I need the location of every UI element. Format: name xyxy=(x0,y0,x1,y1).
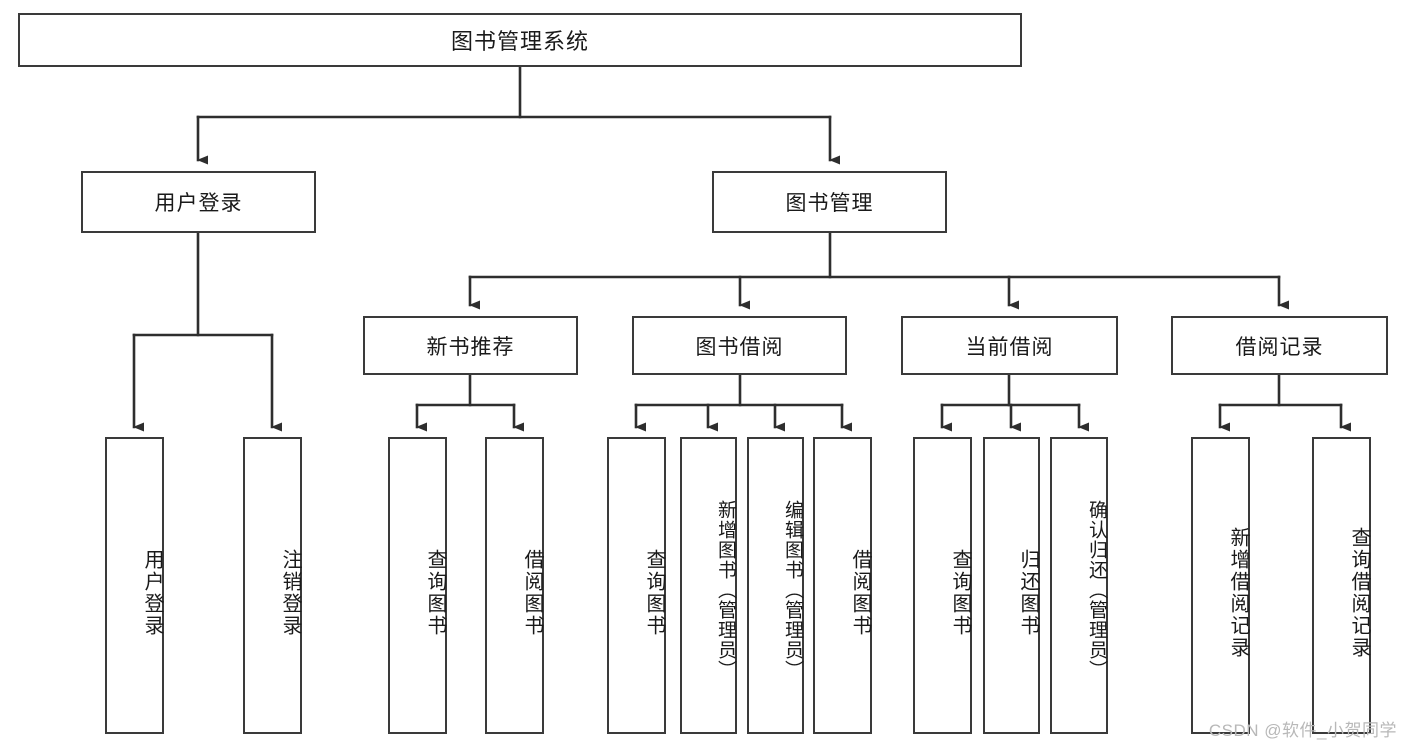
node-leaf-logout-login-label: 注销登录 xyxy=(279,548,301,637)
node-book-borrow-label: 图书借阅 xyxy=(695,335,784,359)
node-leaf-query-book-3[interactable]: 查询图书 xyxy=(913,437,972,734)
node-leaf-query-book-1-label: 查询图书 xyxy=(424,548,446,637)
node-leaf-query-book-2-label: 查询图书 xyxy=(643,548,665,637)
node-leaf-query-borrow-record-label: 查询借阅记录 xyxy=(1348,526,1370,659)
node-borrow-record-label: 借阅记录 xyxy=(1235,335,1324,359)
node-user-login[interactable]: 用户登录 xyxy=(81,171,316,233)
node-leaf-confirm-return-label: 确认归还（管理员） xyxy=(1086,499,1107,680)
node-leaf-query-borrow-record[interactable]: 查询借阅记录 xyxy=(1312,437,1371,734)
node-book-borrow[interactable]: 图书借阅 xyxy=(632,316,847,375)
node-leaf-query-book-2[interactable]: 查询图书 xyxy=(607,437,666,734)
node-leaf-query-book-3-label: 查询图书 xyxy=(949,548,971,637)
node-new-book-recommend-label: 新书推荐 xyxy=(426,335,515,359)
node-user-login-label: 用户登录 xyxy=(154,192,243,215)
node-leaf-confirm-return[interactable]: 确认归还（管理员） xyxy=(1050,437,1108,734)
node-leaf-add-book-label: 新增图书（管理员） xyxy=(715,499,736,680)
node-leaf-add-borrow-record[interactable]: 新增借阅记录 xyxy=(1191,437,1250,734)
node-book-management-label: 图书管理 xyxy=(785,192,874,215)
node-current-borrow[interactable]: 当前借阅 xyxy=(901,316,1118,375)
node-leaf-user-login-label: 用户登录 xyxy=(141,548,163,637)
node-leaf-return-book[interactable]: 归还图书 xyxy=(983,437,1040,734)
node-leaf-add-borrow-record-label: 新增借阅记录 xyxy=(1227,526,1249,659)
node-leaf-add-book[interactable]: 新增图书（管理员） xyxy=(680,437,737,734)
node-new-book-recommend[interactable]: 新书推荐 xyxy=(363,316,578,375)
node-current-borrow-label: 当前借阅 xyxy=(965,335,1054,359)
node-leaf-edit-book[interactable]: 编辑图书（管理员） xyxy=(747,437,804,734)
node-leaf-borrow-book-1-label: 借阅图书 xyxy=(521,548,543,637)
watermark: CSDN @软件_小贺同学 xyxy=(1208,721,1397,740)
node-leaf-borrow-book-2-label: 借阅图书 xyxy=(849,548,871,637)
node-borrow-record[interactable]: 借阅记录 xyxy=(1171,316,1388,375)
node-leaf-edit-book-label: 编辑图书（管理员） xyxy=(782,499,803,680)
node-leaf-query-book-1[interactable]: 查询图书 xyxy=(388,437,447,734)
node-book-management[interactable]: 图书管理 xyxy=(712,171,947,233)
node-leaf-user-login[interactable]: 用户登录 xyxy=(105,437,164,734)
node-leaf-borrow-book-2[interactable]: 借阅图书 xyxy=(813,437,872,734)
node-root-label: 图书管理系统 xyxy=(450,29,589,54)
node-leaf-logout-login[interactable]: 注销登录 xyxy=(243,437,302,734)
node-leaf-return-book-label: 归还图书 xyxy=(1017,548,1039,637)
node-leaf-borrow-book-1[interactable]: 借阅图书 xyxy=(485,437,544,734)
node-root[interactable]: 图书管理系统 xyxy=(18,13,1022,67)
